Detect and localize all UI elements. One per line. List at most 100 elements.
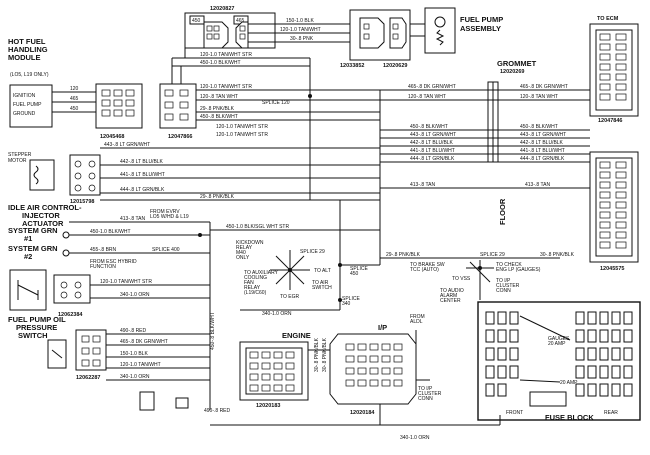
ecm-c1-pins: [599, 33, 627, 101]
splice-29-right-label: SPLICE 29: [480, 252, 505, 258]
grommet-id: 12020269: [500, 69, 524, 75]
svg-text:120: 120: [70, 86, 79, 92]
rear-label: REAR: [604, 410, 618, 416]
wire-label-top-1: 150-1.0 BLK: [286, 18, 314, 24]
ecm-connectors: TO ECM 12047846 12045575: [589, 16, 639, 272]
ecm-c2-pins: [599, 161, 627, 249]
wire-29-pnkblk-right: 29-.8 PNK/BLK: [386, 252, 421, 258]
ecm-wire-1: 465-.8 DK GRN/WHT: [520, 84, 568, 90]
floor-label: FLOOR: [498, 198, 507, 225]
mid-wire-443: 443-.8 LT GRN/WHT: [410, 132, 456, 138]
wire-30-pnkblk-v1: 30-.8 PNK/BLK: [314, 337, 320, 372]
connector-mid-body-2: [389, 17, 407, 49]
wire-30-pnkblk-right: 30-.8 PNK/BLK: [540, 252, 575, 258]
splice-400-label: SPLICE 400: [152, 247, 180, 253]
iac-wire-442: 442-.8 LT BLU/BLK: [120, 159, 164, 165]
module-connector-id-2: 12047866: [168, 134, 192, 140]
fuel-pump-oil-pressure-switch: 12062384 120-1.0 TAN/WHT STR 340-1.0 ORN…: [8, 269, 231, 414]
ground-ring-2: [62, 249, 70, 257]
esc-wire-340: 340-1.0 ORN: [120, 292, 150, 298]
mid-wire-450: 450-.8 BLK/WHT: [410, 124, 448, 130]
wire-490-red-vertical: 490-.8 RED: [204, 408, 231, 414]
ecm-wire-6: 441-.8 LT BLU/WHT: [520, 148, 565, 154]
ecm-c1-id: 12047846: [598, 118, 622, 124]
module-wire-g: 120-1.0 TAN/WHT STR: [216, 124, 268, 130]
ecm-wire-2: 120-.8 TAN WHT: [520, 94, 558, 100]
esc-wire-120: 120-1.0 TAN/WHT STR: [100, 279, 152, 285]
fuse-grid: [485, 311, 633, 407]
module-wire-b: 450-1.0 BLK/WHT: [200, 60, 241, 66]
fp-wire-465: 465-.8 DK GRN/WHT: [120, 339, 168, 345]
connector-12020629-id: 12020629: [383, 63, 407, 69]
wire-30-pnkblk-v2: 30-.8 PNK/BLK: [322, 337, 328, 372]
mid-wire-441: 441-.8 LT BLU/WHT: [410, 148, 455, 154]
fuel-pump-motor-icon: [434, 16, 446, 28]
wire-label-top-2: 120-1.0 TAN/WHT: [280, 27, 321, 33]
connector-12020827-id: 12020827: [210, 6, 234, 12]
esc-connector: [53, 274, 91, 304]
mid-wire-442: 442-.8 LT BLU/BLK: [410, 140, 454, 146]
svg-text:465: 465: [70, 96, 79, 102]
module-wire-a: 120-1.0 TAN/WHT STR: [200, 52, 252, 58]
system-grn-1-label: SYSTEM GRN#1: [8, 226, 58, 243]
wire-340-orn-bottom: 340-1.0 ORN: [400, 435, 430, 441]
grommet: GROMMET 12020269 FLOOR: [487, 59, 537, 225]
mid-wire-413: 413-.8 TAN: [410, 182, 435, 188]
to-ecm-label: TO ECM: [597, 16, 619, 22]
fuse-block-outline: [477, 301, 641, 421]
connector-12033852-id: 12033852: [340, 63, 364, 69]
ecm-wire-5: 442-.8 LT BLU/BLK: [520, 140, 564, 146]
mid-wire-444: 444-.8 LT GRN/BLK: [410, 156, 455, 162]
module-pin-fuel-pump: FUEL PUMP: [13, 102, 42, 108]
ecm-wire-7: 444-.8 LT GRN/BLK: [520, 156, 565, 162]
mid-wire-120: 120-.8 TAN WHT: [408, 94, 446, 100]
esc-connector-id: 12062384: [58, 312, 83, 318]
fp-wire-490: 490-.8 RED: [120, 328, 147, 334]
module-wire-c: 120-1.0 TAN/WHT STR: [200, 84, 252, 90]
fp-wire-150: 150-1.0 BLK: [120, 351, 148, 357]
system-grounds: SYSTEM GRN#1 SYSTEM GRN#2 413-.8 TAN 450…: [8, 209, 380, 410]
engine-connector-id: 12020183: [256, 403, 280, 409]
iac-wire-444: 444-.8 LT GRN/BLK: [120, 187, 165, 193]
ecm-wire-8: 413-.8 TAN: [525, 182, 550, 188]
to-alt-label: TO ALT: [314, 268, 331, 274]
front-label: FRONT: [506, 410, 523, 416]
ecm-c2-id: 12045575: [600, 266, 624, 272]
ecm-wire-4: 443-.8 LT GRN/WHT: [520, 132, 566, 138]
module-pin-ignition: IGNITION: [13, 93, 36, 99]
top-connector-block: 12020827 450 465 150-1.0 BLK 120-1.0 TAN…: [184, 6, 350, 58]
pin-label-450: 450: [192, 18, 201, 24]
iac-connector: [69, 154, 101, 196]
check-engine-area: 29-.8 PNK/BLK 30-.8 PNK/BLK SPLICE 29 TO…: [380, 252, 575, 304]
fp-wire-120: 120-1.0 TAN/WHT: [120, 362, 161, 368]
system-grn-2-label: SYSTEM GRN#2: [8, 244, 58, 261]
fp-wire-340: 340-1.0 ORN: [120, 374, 150, 380]
fp-switch-connector: [75, 329, 107, 371]
fuse-block-title: FUSE BLOCK: [545, 413, 594, 422]
wire-450-vertical: 450-.8 BLK/WHT: [210, 312, 216, 350]
module-pin-ground: GROUND: [13, 111, 36, 117]
iac-wire-441: 441-.8 LT BLU/WHT: [120, 172, 165, 178]
amp-20-label: 20 AMP: [560, 380, 578, 386]
engine-title: ENGINE: [282, 331, 311, 340]
mid-wire-465: 465-.8 DK GRN/WHT: [408, 84, 456, 90]
wire-450-sgl: 450-1.0 BLK/SGL WHT STR: [226, 224, 289, 230]
connector-mid-body-1: [359, 17, 385, 49]
